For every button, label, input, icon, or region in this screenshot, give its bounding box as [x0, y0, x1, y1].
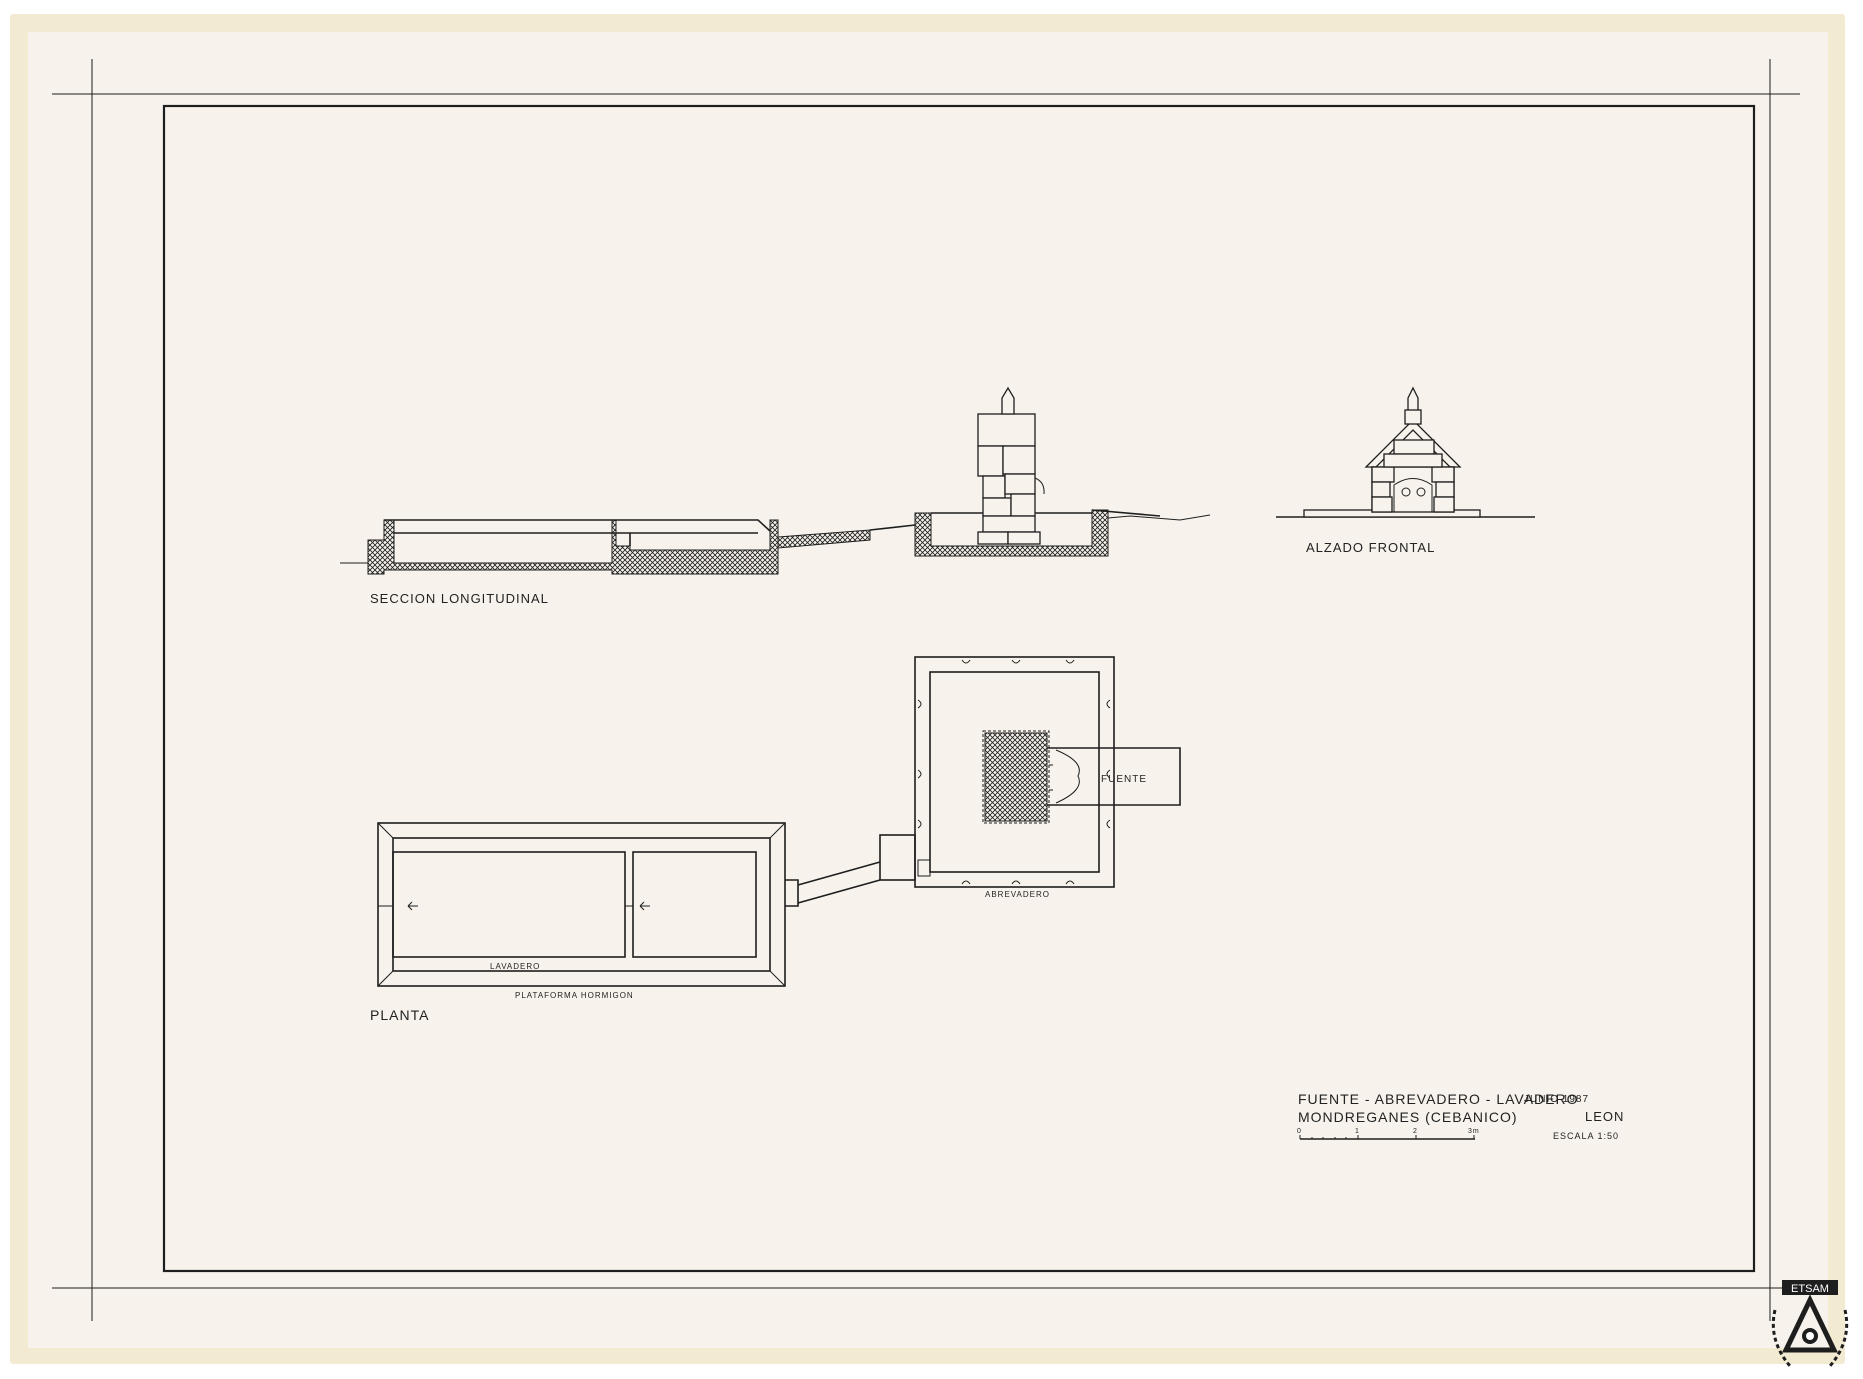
paper-sheet: [28, 32, 1828, 1348]
drawing-title: FUENTE - ABREVADERO - LAVADERO: [1298, 1091, 1579, 1107]
stamp-label: ETSAM: [1791, 1283, 1829, 1295]
drawing-scale: ESCALA 1:50: [1553, 1131, 1619, 1141]
fountain-label: FUENTE: [1101, 774, 1147, 785]
scale-tick-2: 2: [1413, 1128, 1418, 1135]
plan-view: FUENTE ABREVADERO LAVADERO PLATAFORMA HO…: [370, 656, 1181, 1023]
drawing-date: JUNIO 1987: [1524, 1094, 1589, 1105]
platform-label: PLATAFORMA HORMIGON: [515, 991, 634, 1000]
elevation-title: ALZADO FRONTAL: [1306, 540, 1435, 555]
title-block: FUENTE - ABREVADERO - LAVADERO JUNIO 198…: [1297, 1091, 1624, 1141]
front-elevation: ALZADO FRONTAL: [1276, 386, 1535, 555]
longitudinal-section: SECCION LONGITUDINAL: [340, 386, 1211, 606]
washhouse-label: LAVADERO: [490, 962, 540, 971]
trough-label: ABREVADERO: [985, 890, 1050, 899]
sheet-border: [52, 59, 1800, 1321]
etsam-stamp: ETSAM: [1771, 1280, 1849, 1367]
drawing-province: LEON: [1585, 1109, 1624, 1124]
plan-title: PLANTA: [370, 1007, 429, 1023]
scale-tick-3: 3m: [1468, 1128, 1480, 1135]
scale-tick-0: 0: [1297, 1128, 1302, 1135]
scale-tick-1: 1: [1355, 1128, 1360, 1135]
section-title: SECCION LONGITUDINAL: [370, 591, 549, 606]
drawing-location: MONDREGANES (CEBANICO): [1298, 1109, 1518, 1125]
scale-bar: 0 1 2 3m: [1297, 1128, 1480, 1140]
